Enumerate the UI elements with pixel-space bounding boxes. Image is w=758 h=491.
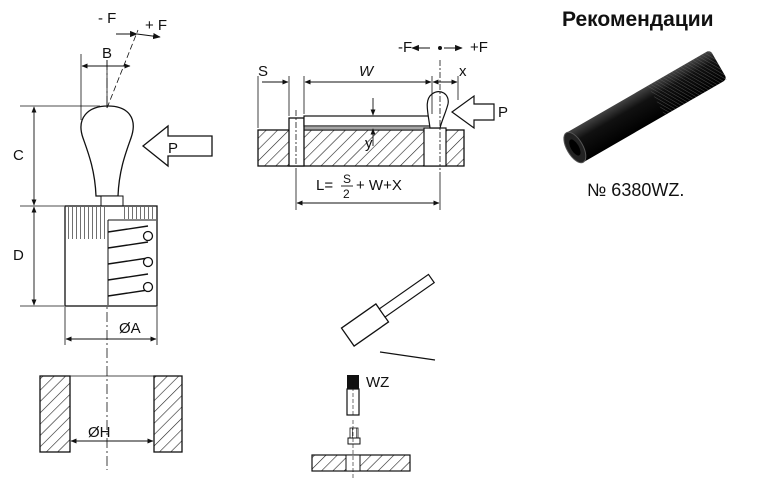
- dim-x-label: x: [459, 63, 467, 80]
- product-number: № 6380WZ.: [587, 180, 685, 200]
- recommendations-title: Рекомендации: [562, 8, 714, 31]
- plunger-side-view: - F + F B C D P ØA: [13, 10, 213, 470]
- mid-force-plus-label: +F: [470, 39, 488, 56]
- force-p-label: P: [168, 140, 178, 157]
- dim-b-label: B: [102, 45, 112, 62]
- dim-s-label: S: [258, 63, 268, 80]
- force-plus-label: + F: [145, 17, 167, 34]
- tool-photo: [563, 49, 728, 164]
- dim-d-label: D: [13, 247, 24, 264]
- dim-a-label: ØA: [119, 320, 141, 337]
- dim-w-label: W: [359, 63, 375, 80]
- dim-c-label: C: [13, 147, 24, 164]
- formula-lhs: L=: [316, 177, 333, 194]
- mid-force-p-label: P: [498, 104, 508, 121]
- mid-force-minus-label: -F: [398, 39, 412, 56]
- dim-y-label: y: [365, 135, 373, 152]
- formula-denominator: 2: [343, 187, 350, 201]
- tool-wz-label: WZ: [366, 374, 389, 391]
- installation-section: -F +F S W x y P L= S 2 + W+X: [257, 39, 508, 210]
- formula-numerator: S: [343, 172, 351, 186]
- spring: [107, 219, 156, 305]
- formula-rhs: + W+X: [356, 177, 402, 194]
- force-minus-label: - F: [98, 10, 116, 27]
- dim-h-label: ØH: [88, 424, 111, 441]
- hammer-install-figure: WZ: [311, 273, 436, 478]
- mounting-hole-section: ØH: [39, 375, 183, 453]
